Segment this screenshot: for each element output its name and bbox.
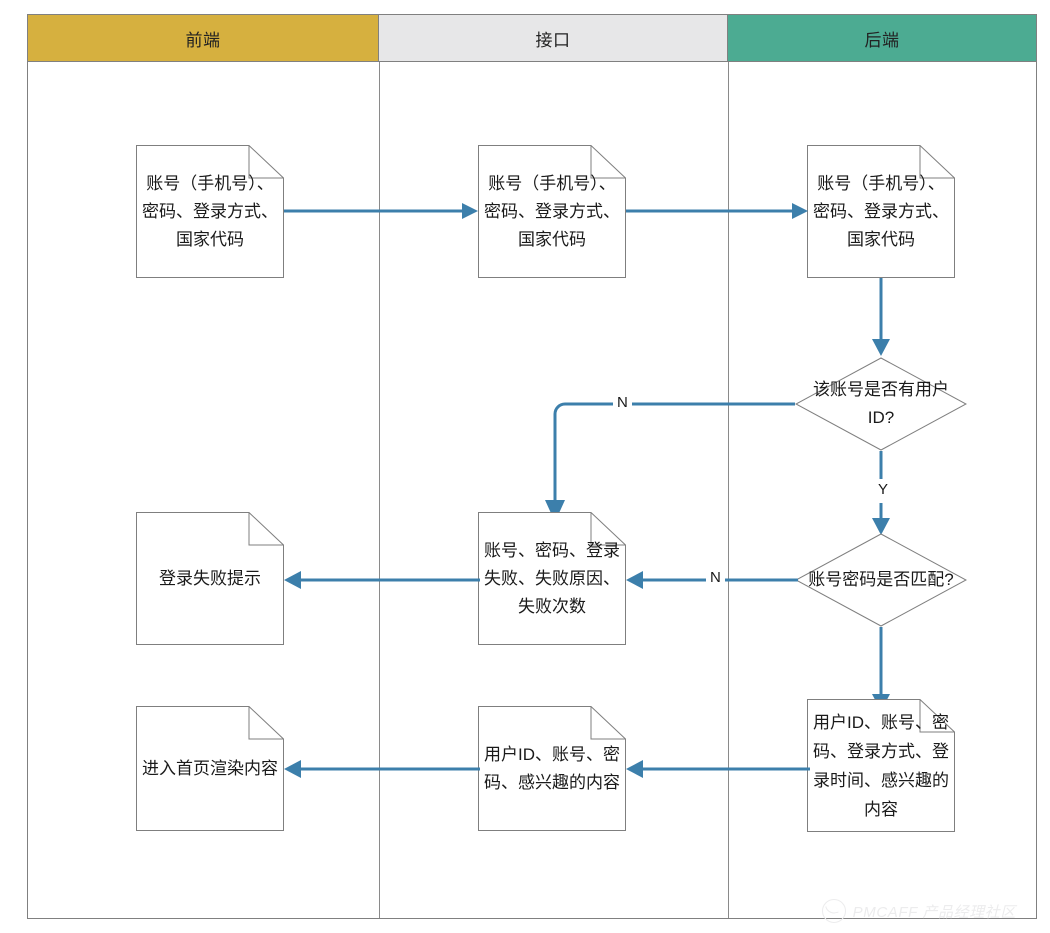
lane-header-frontend: 前端: [28, 15, 379, 62]
node-be-success[interactable]: 用户ID、账号、密码、登录方式、登录时间、感兴趣的内容: [807, 699, 955, 832]
connector-be-success-to-api-success: [626, 760, 810, 778]
diamond-shape: [795, 357, 967, 451]
connector-decision-userid-no: [545, 402, 795, 522]
node-api-success[interactable]: 用户ID、账号、密码、感兴趣的内容: [478, 706, 626, 831]
diamond-shape: [795, 533, 967, 627]
node-be-success-label: 用户ID、账号、密码、登录方式、登录时间、感兴趣的内容: [813, 712, 949, 819]
node-fe-fail[interactable]: 登录失败提示: [136, 512, 284, 645]
node-fe-credentials-label: 账号（手机号）、密码、登录方式、国家代码: [142, 173, 278, 249]
lane-divider-api-backend: [728, 62, 729, 918]
node-fe-success-label: 进入首页渲染内容: [142, 758, 278, 778]
lane-header-backend: 后端: [728, 15, 1036, 62]
edge-label-userid-yes: Y: [874, 481, 893, 499]
node-decision-userid[interactable]: 该账号是否有用户ID?: [795, 357, 967, 451]
document-shape: [807, 699, 955, 832]
node-decision-userid-label: 该账号是否有用户ID?: [813, 380, 949, 427]
node-be-credentials-label: 账号（手机号）、密码、登录方式、国家代码: [813, 173, 949, 249]
connector-fe-to-api: [284, 203, 478, 219]
node-fe-credentials[interactable]: 账号（手机号）、密码、登录方式、国家代码: [136, 145, 284, 278]
node-fe-fail-label: 登录失败提示: [159, 568, 261, 588]
connector-be-credentials-to-decision-userid: [872, 278, 890, 356]
document-shape: [136, 512, 284, 645]
document-shape: [478, 145, 626, 278]
node-api-success-label: 用户ID、账号、密码、感兴趣的内容: [484, 744, 620, 792]
node-api-credentials-label: 账号（手机号）、密码、登录方式、国家代码: [484, 173, 620, 249]
edge-label-password-no: N: [706, 569, 725, 587]
document-shape: [136, 145, 284, 278]
watermark-text: PMCAFF 产品经理社区: [852, 903, 1016, 921]
lane-header-api: 接口: [379, 15, 728, 62]
connector-decision-userid-yes: [879, 451, 883, 479]
pmcaff-logo-icon: [821, 899, 846, 923]
lane-header-api-label: 接口: [535, 30, 571, 50]
connector-api-fail-to-fe-fail: [284, 571, 480, 589]
connector-decision-userid-yes-arrow: [872, 503, 890, 535]
node-api-fail-label: 账号、密码、登录失败、失败原因、失败次数: [484, 540, 620, 616]
lane-header-frontend-label: 前端: [185, 30, 221, 50]
connector-api-to-be: [626, 203, 808, 219]
watermark: PMCAFF 产品经理社区: [821, 899, 1016, 923]
node-fe-success[interactable]: 进入首页渲染内容: [136, 706, 284, 831]
node-decision-password-label: 账号密码是否匹配?: [808, 570, 954, 589]
node-api-fail[interactable]: 账号、密码、登录失败、失败原因、失败次数: [478, 512, 626, 645]
document-shape: [478, 706, 626, 831]
connector-api-success-to-fe-success: [284, 760, 480, 778]
node-be-credentials[interactable]: 账号（手机号）、密码、登录方式、国家代码: [807, 145, 955, 278]
lane-divider-frontend-api: [379, 62, 380, 918]
document-shape: [136, 706, 284, 831]
node-decision-password[interactable]: 账号密码是否匹配?: [795, 533, 967, 627]
node-api-credentials[interactable]: 账号（手机号）、密码、登录方式、国家代码: [478, 145, 626, 278]
lane-header-backend-label: 后端: [864, 30, 900, 50]
edge-label-userid-no: N: [613, 394, 632, 412]
document-shape: [807, 145, 955, 278]
document-shape: [478, 512, 626, 645]
